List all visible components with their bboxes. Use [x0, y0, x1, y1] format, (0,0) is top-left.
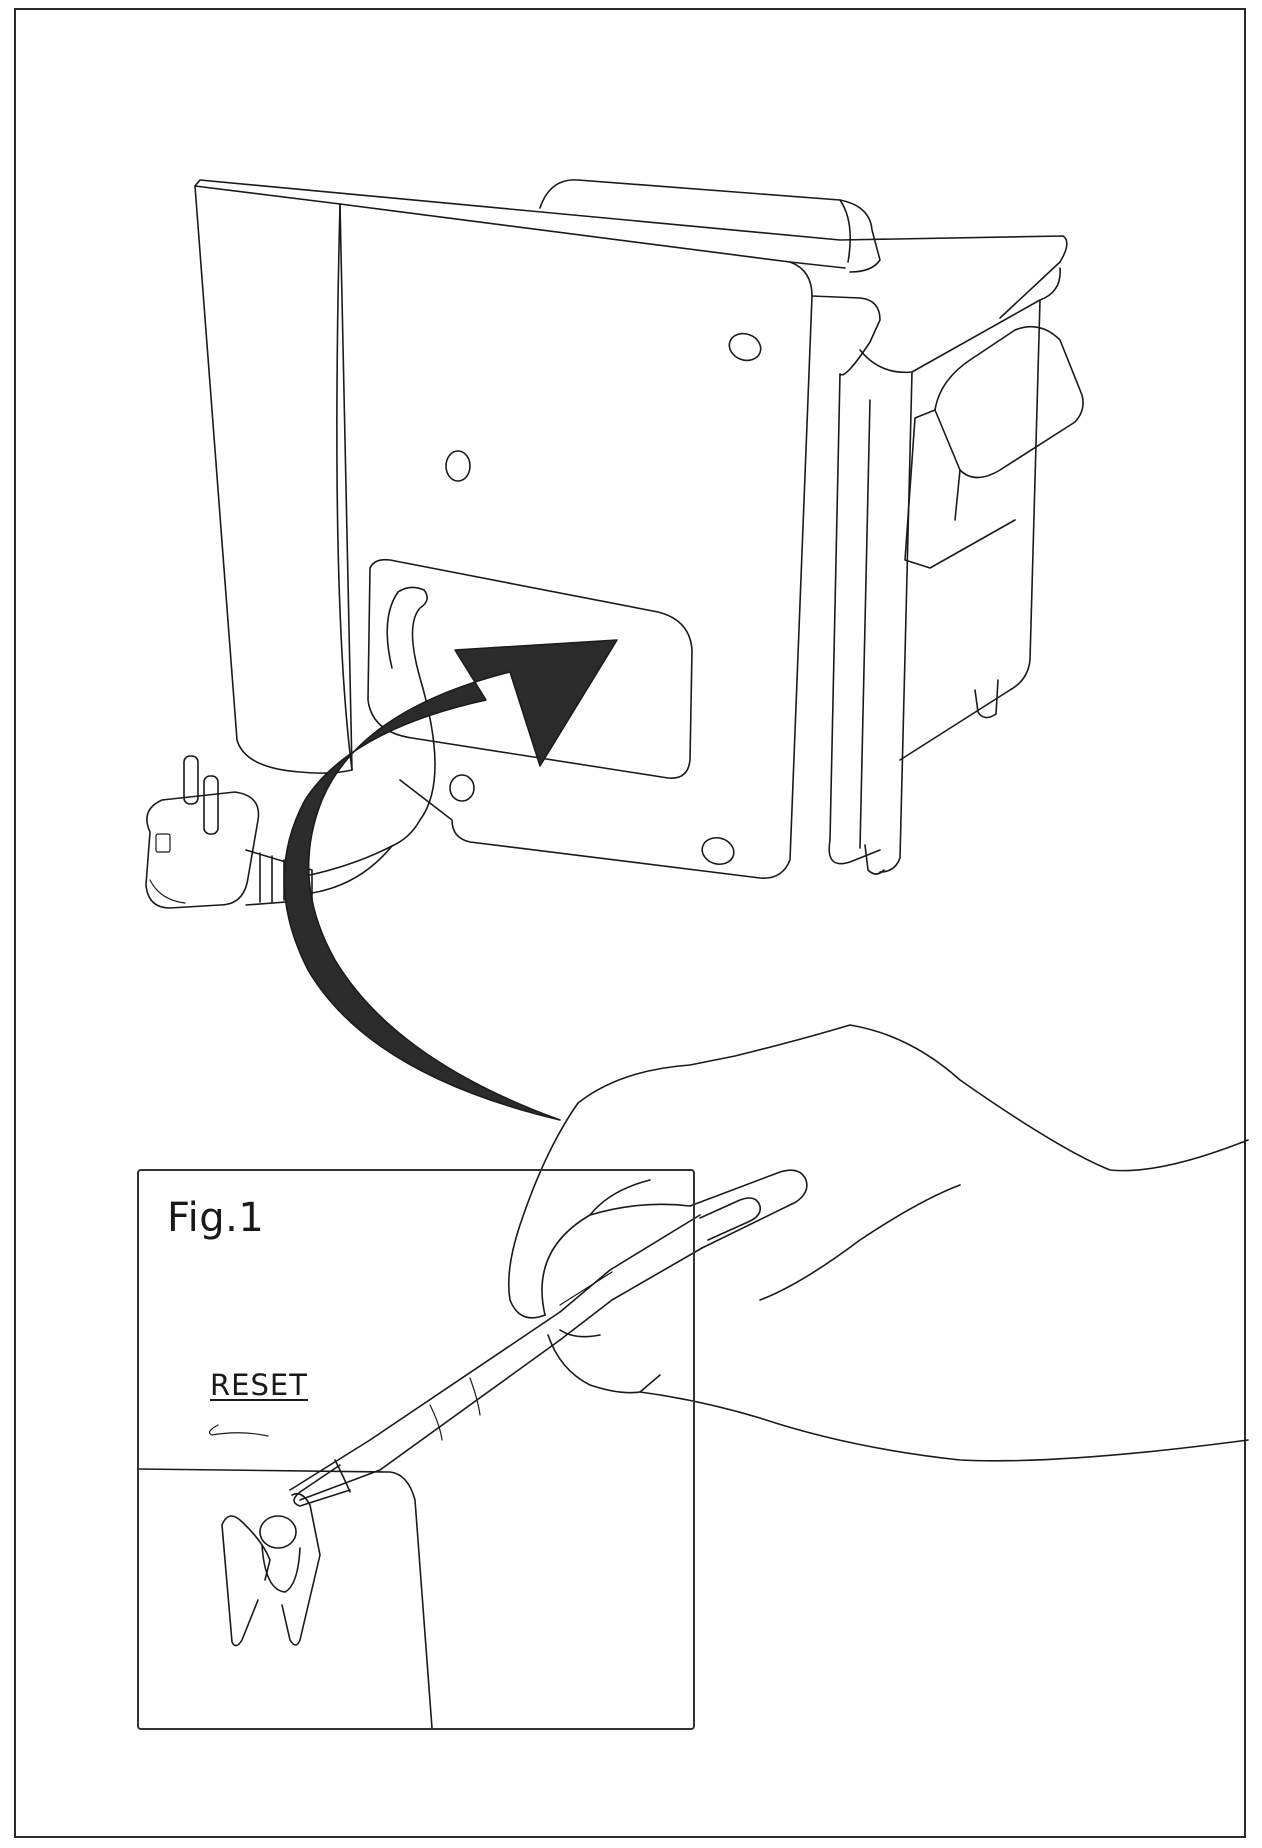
- detail-inset-box: [137, 1169, 695, 1730]
- figure-label: Fig.1: [167, 1195, 265, 1241]
- curved-arrow-icon: [283, 639, 618, 1121]
- figure-frame: [14, 8, 1246, 1838]
- hand-with-pen: [289, 1024, 1249, 1507]
- fryer-appliance: [145, 179, 1084, 909]
- reset-label: RESET: [210, 1368, 308, 1402]
- inset-detail: [138, 1424, 433, 1729]
- plug-icon: [145, 755, 313, 909]
